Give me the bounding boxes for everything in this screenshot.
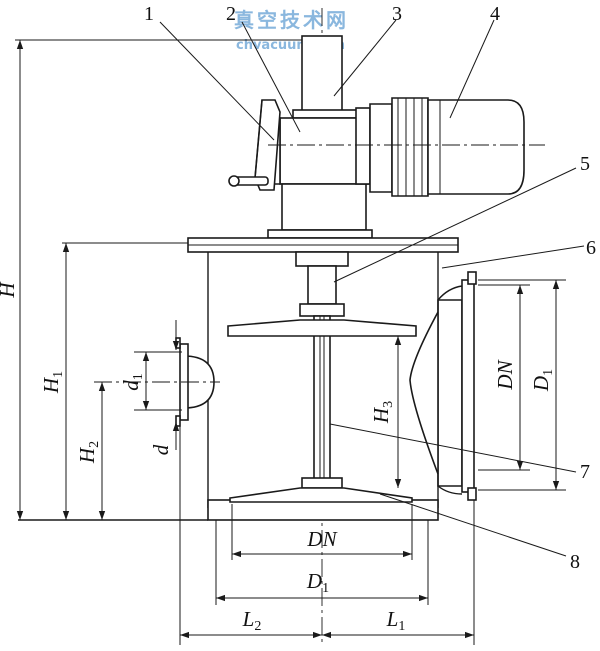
dim-d1: d1	[119, 373, 146, 391]
dim-d: d	[149, 444, 173, 455]
callout-4: 4	[490, 3, 500, 25]
dimension-lines	[16, 40, 560, 639]
dim-DN-right: DN	[493, 359, 517, 390]
dim-L2: L2	[242, 607, 262, 634]
upper-valve-plate	[227, 319, 417, 337]
lower-valve-plate	[229, 487, 413, 503]
electric-motor	[268, 97, 545, 197]
valve-stem-top	[301, 35, 343, 115]
dim-H1: H1	[39, 371, 66, 394]
inner-stem	[295, 251, 349, 489]
extension-lines	[15, 39, 566, 645]
callout-1: 1	[144, 3, 154, 25]
dimension-labels: H H1 H2 d1 d H3 DN D1 DN D1 L2 L1	[0, 281, 556, 634]
callout-7: 7	[580, 461, 590, 483]
handwheel	[228, 99, 281, 191]
right-port	[409, 271, 477, 501]
dim-H: H	[0, 281, 19, 299]
dim-DN-bottom: DN	[306, 527, 337, 551]
top-flange	[187, 237, 459, 253]
dim-L1: L1	[386, 607, 406, 634]
dim-H2: H2	[75, 441, 102, 464]
leader-lines	[159, 19, 585, 557]
callout-labels: 1 2 3 4 5 6 7 8	[144, 3, 596, 573]
callout-2: 2	[226, 3, 236, 25]
dim-D1-bottom: D1	[306, 569, 329, 596]
callout-8: 8	[570, 551, 580, 573]
callout-5: 5	[580, 153, 590, 175]
callout-3: 3	[392, 3, 402, 25]
dim-D1-right: D1	[529, 369, 556, 392]
dim-H3: H3	[369, 401, 396, 424]
callout-6: 6	[586, 237, 596, 259]
gearbox	[267, 109, 373, 239]
watermark-title: 真空技术网	[234, 8, 349, 32]
